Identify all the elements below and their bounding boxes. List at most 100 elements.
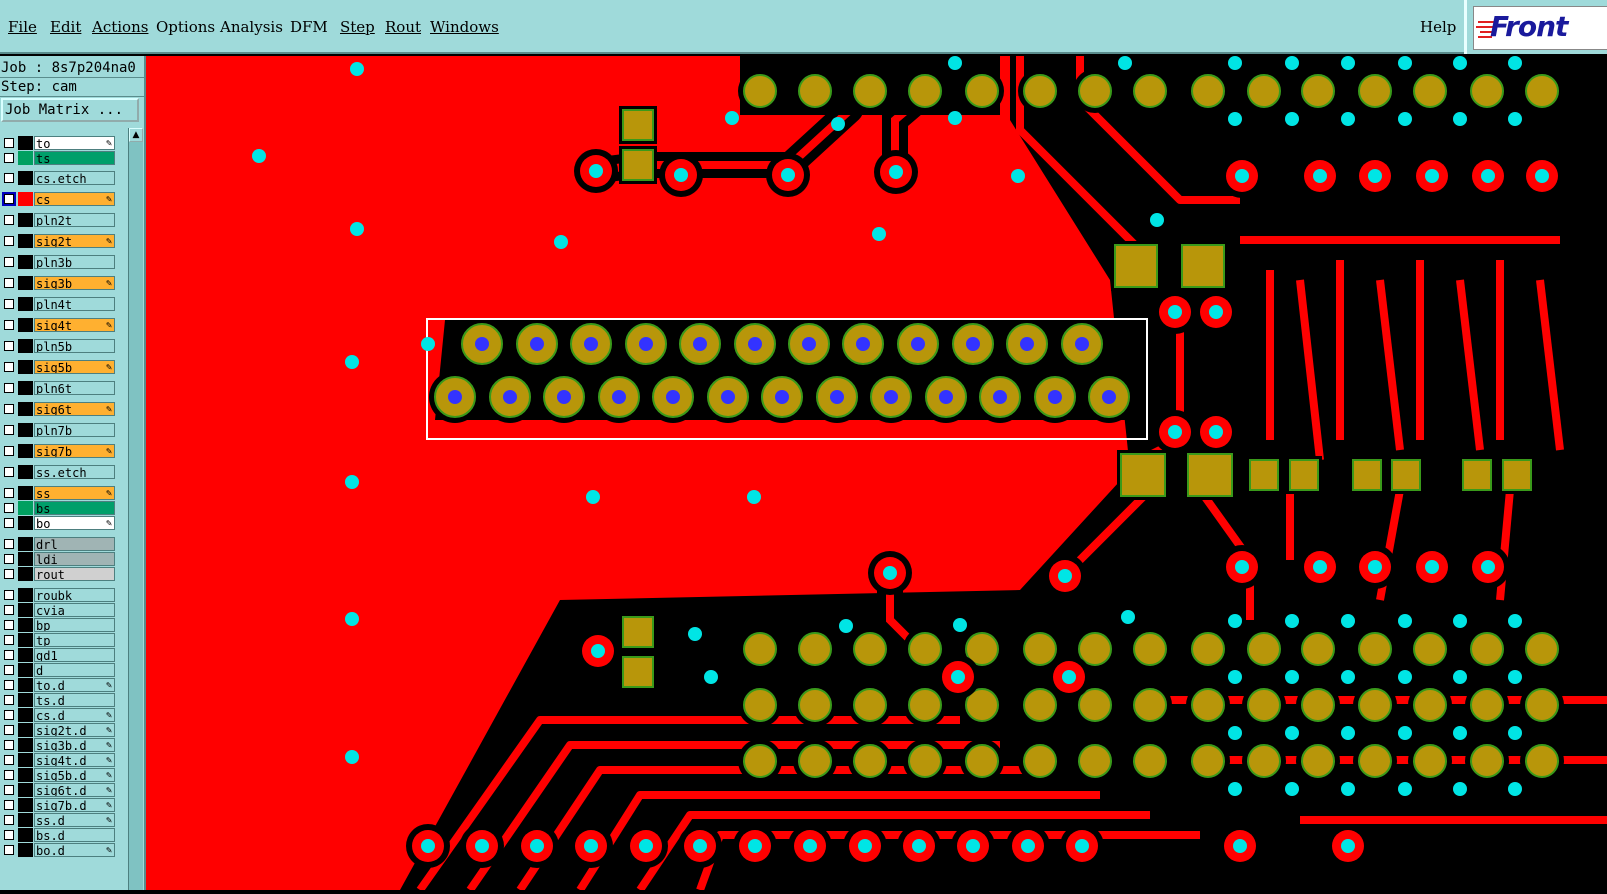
- layer-name[interactable]: pln5b: [34, 339, 115, 353]
- layer-name[interactable]: ldi: [34, 552, 115, 566]
- menu-dfm[interactable]: DFM: [290, 18, 328, 36]
- layer-color-swatch[interactable]: [18, 276, 33, 290]
- menu-edit[interactable]: Edit: [50, 18, 81, 36]
- layer-name[interactable]: ss.etch: [34, 465, 115, 479]
- layer-color-swatch[interactable]: [18, 297, 33, 311]
- layer-name[interactable]: bo.d✎: [34, 843, 115, 857]
- layer-checkbox[interactable]: [4, 404, 14, 414]
- layer-color-swatch[interactable]: [18, 813, 33, 827]
- layer-name[interactable]: bs.d: [34, 828, 115, 842]
- layer-color-swatch[interactable]: [18, 501, 33, 515]
- layer-checkbox[interactable]: [4, 569, 14, 579]
- layer-row-sig2t[interactable]: sig2t✎: [1, 234, 115, 248]
- layer-color-swatch[interactable]: [18, 708, 33, 722]
- layer-color-swatch[interactable]: [18, 567, 33, 581]
- layer-color-swatch[interactable]: [18, 171, 33, 185]
- layer-color-swatch[interactable]: [18, 318, 33, 332]
- menu-options[interactable]: Options: [156, 18, 215, 36]
- layer-row-sig4t[interactable]: sig4t✎: [1, 318, 115, 332]
- layer-color-swatch[interactable]: [18, 828, 33, 842]
- layer-row-d[interactable]: d: [1, 663, 115, 677]
- layer-row-ts-d[interactable]: ts.d: [1, 693, 115, 707]
- layer-name[interactable]: d: [34, 663, 115, 677]
- layer-name[interactable]: ss.d✎: [34, 813, 115, 827]
- layer-checkbox[interactable]: [2, 192, 16, 206]
- layer-row-cs[interactable]: cs✎: [1, 192, 115, 206]
- layer-checkbox[interactable]: [4, 425, 14, 435]
- layer-row-ss-d[interactable]: ss.d✎: [1, 813, 115, 827]
- layer-name[interactable]: pln7b: [34, 423, 115, 437]
- layer-row-roubk[interactable]: roubk: [1, 588, 115, 602]
- layer-name[interactable]: sig4t✎: [34, 318, 115, 332]
- layer-checkbox[interactable]: [4, 785, 14, 795]
- layer-color-swatch[interactable]: [18, 192, 33, 206]
- layer-checkbox[interactable]: [4, 665, 14, 675]
- layer-checkbox[interactable]: [4, 153, 14, 163]
- layer-checkbox[interactable]: [4, 740, 14, 750]
- layer-color-swatch[interactable]: [18, 678, 33, 692]
- layer-row-pln4t[interactable]: pln4t: [1, 297, 115, 311]
- layer-row-ldi[interactable]: ldi: [1, 552, 115, 566]
- layer-name[interactable]: sig5b✎: [34, 360, 115, 374]
- layer-row-sig4t-d[interactable]: sig4t.d✎: [1, 753, 115, 767]
- layer-name[interactable]: pln3b: [34, 255, 115, 269]
- layer-name[interactable]: sig2t.d✎: [34, 723, 115, 737]
- layer-checkbox[interactable]: [4, 554, 14, 564]
- layer-checkbox[interactable]: [4, 383, 14, 393]
- layer-color-swatch[interactable]: [18, 753, 33, 767]
- layer-row-sig5b[interactable]: sig5b✎: [1, 360, 115, 374]
- layer-checkbox[interactable]: [4, 320, 14, 330]
- layer-color-swatch[interactable]: [18, 465, 33, 479]
- layer-checkbox[interactable]: [4, 215, 14, 225]
- layer-checkbox[interactable]: [4, 173, 14, 183]
- layer-row-sig3b-d[interactable]: sig3b.d✎: [1, 738, 115, 752]
- layer-name[interactable]: ts: [34, 151, 115, 165]
- layer-name[interactable]: cvia: [34, 603, 115, 617]
- layer-name[interactable]: tp: [34, 633, 115, 647]
- layer-color-swatch[interactable]: [18, 255, 33, 269]
- layer-checkbox[interactable]: [4, 620, 14, 630]
- layer-color-swatch[interactable]: [18, 738, 33, 752]
- layer-row-bp[interactable]: bp: [1, 618, 115, 632]
- layer-color-swatch[interactable]: [18, 516, 33, 530]
- layer-color-swatch[interactable]: [18, 402, 33, 416]
- layer-checkbox[interactable]: [4, 488, 14, 498]
- layer-checkbox[interactable]: [4, 518, 14, 528]
- layer-row-gd1[interactable]: gd1: [1, 648, 115, 662]
- layer-color-swatch[interactable]: [18, 843, 33, 857]
- layer-name[interactable]: cs✎: [34, 192, 115, 206]
- layer-row-pln3b[interactable]: pln3b: [1, 255, 115, 269]
- layer-row-sig6t[interactable]: sig6t✎: [1, 402, 115, 416]
- layer-name[interactable]: sig7b✎: [34, 444, 115, 458]
- arrow-up-icon[interactable]: ▲: [129, 128, 143, 142]
- layer-scrollbar[interactable]: ▲: [128, 128, 143, 890]
- menu-windows[interactable]: Windows: [430, 18, 499, 36]
- layer-row-cs-d[interactable]: cs.d✎: [1, 708, 115, 722]
- layer-name[interactable]: sig2t✎: [34, 234, 115, 248]
- menu-analysis[interactable]: Analysis: [220, 18, 283, 36]
- layer-checkbox[interactable]: [4, 710, 14, 720]
- layer-name[interactable]: drl: [34, 537, 115, 551]
- layer-row-sig7b-d[interactable]: sig7b.d✎: [1, 798, 115, 812]
- layer-name[interactable]: sig3b✎: [34, 276, 115, 290]
- layer-row-cvia[interactable]: cvia: [1, 603, 115, 617]
- layer-name[interactable]: ts.d: [34, 693, 115, 707]
- layer-row-bs[interactable]: bs: [1, 501, 115, 515]
- layer-name[interactable]: bs: [34, 501, 115, 515]
- graphics-canvas[interactable]: [146, 56, 1607, 893]
- menu-file[interactable]: File: [8, 18, 37, 36]
- layer-name[interactable]: bp: [34, 618, 115, 632]
- layer-color-swatch[interactable]: [18, 552, 33, 566]
- layer-checkbox[interactable]: [4, 755, 14, 765]
- layer-color-swatch[interactable]: [18, 486, 33, 500]
- layer-row-sig2t-d[interactable]: sig2t.d✎: [1, 723, 115, 737]
- layer-color-swatch[interactable]: [18, 234, 33, 248]
- layer-row-ss[interactable]: ss✎: [1, 486, 115, 500]
- layer-name[interactable]: bo✎: [34, 516, 115, 530]
- layer-color-swatch[interactable]: [18, 213, 33, 227]
- layer-color-swatch[interactable]: [18, 588, 33, 602]
- layer-checkbox[interactable]: [4, 539, 14, 549]
- menu-actions[interactable]: Actions: [92, 18, 148, 36]
- layer-name[interactable]: cs.d✎: [34, 708, 115, 722]
- layer-checkbox[interactable]: [4, 503, 14, 513]
